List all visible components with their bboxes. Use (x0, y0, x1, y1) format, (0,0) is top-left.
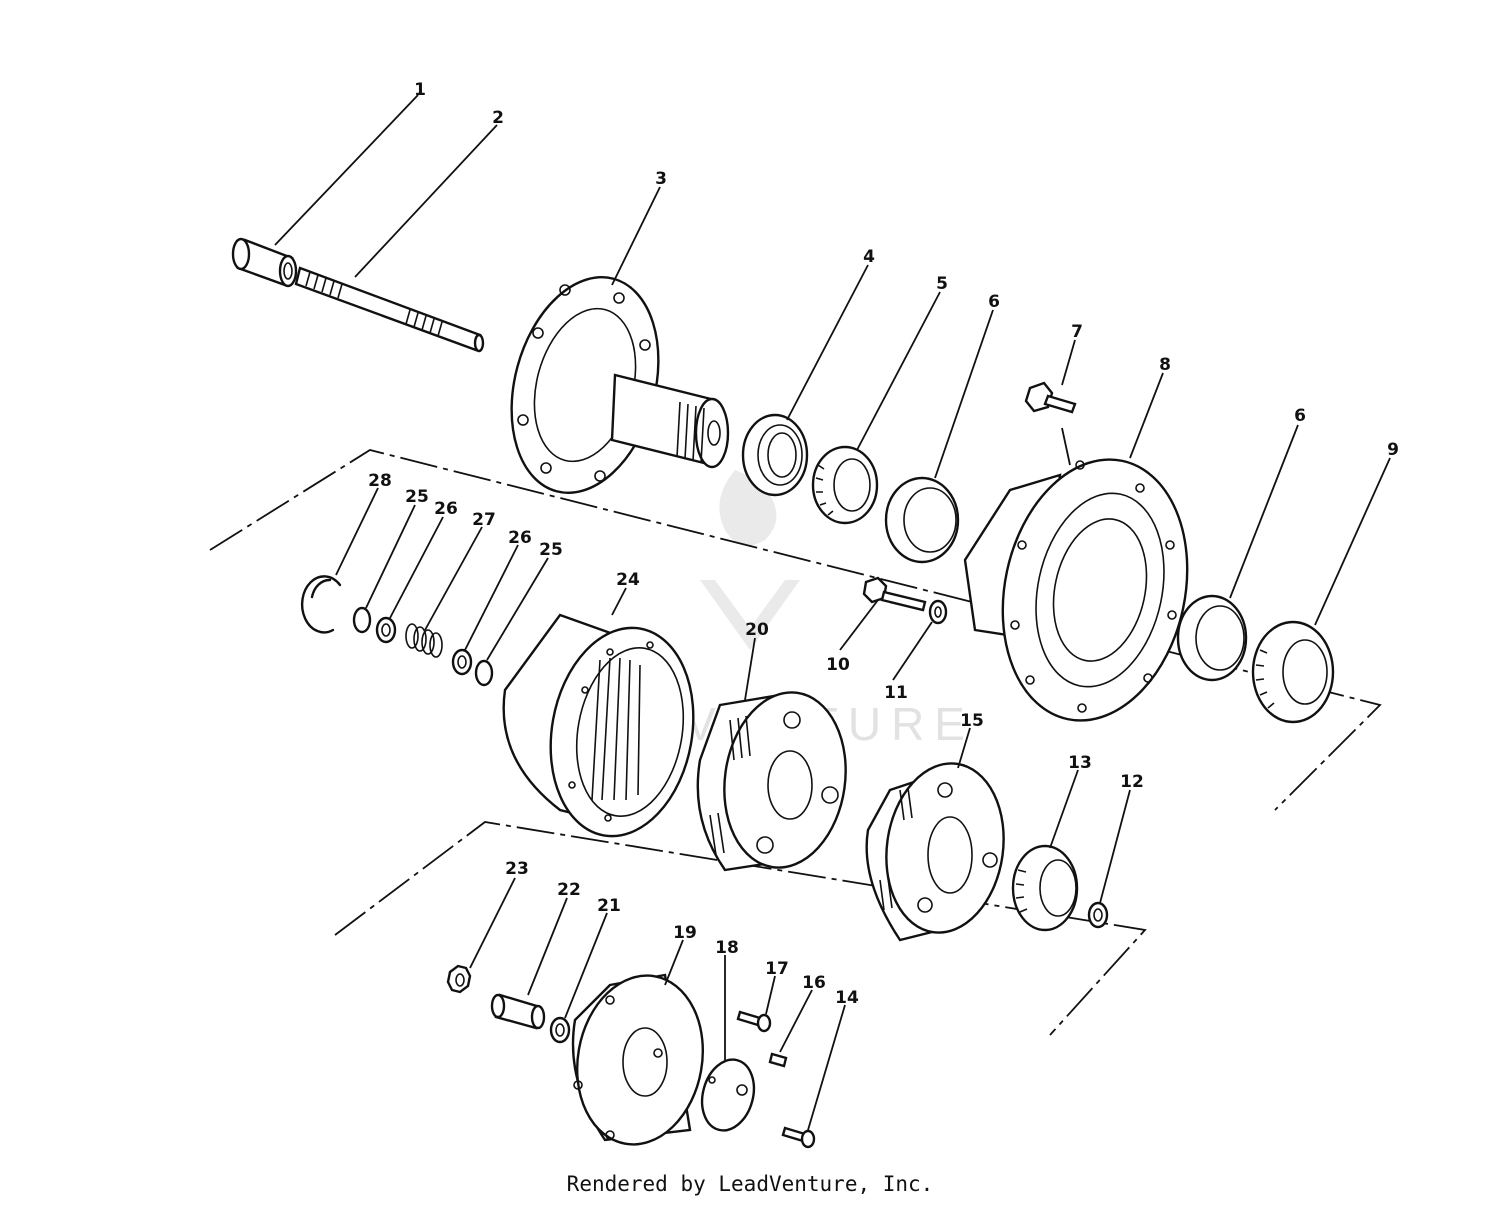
callout-16: 16 (802, 973, 826, 993)
callout-21: 21 (597, 896, 621, 916)
callout-8: 8 (1159, 355, 1171, 375)
callout-28: 28 (368, 471, 392, 491)
callout-25b: 25 (539, 540, 563, 560)
callout-26b: 26 (508, 528, 532, 548)
callout-22: 22 (557, 880, 581, 900)
part-11-washer (928, 599, 948, 625)
part-10-bolt (862, 576, 927, 612)
callout-17: 17 (765, 959, 789, 979)
parts-25-26-27-washers-spring (352, 606, 494, 687)
callout-19: 19 (673, 923, 697, 943)
part-17-screw (736, 1010, 772, 1033)
callout-23: 23 (505, 859, 529, 879)
callout-7: 7 (1071, 322, 1083, 342)
part-14-screw (781, 1126, 816, 1149)
part-22-pin (490, 993, 546, 1030)
part-2-shaft (294, 266, 485, 353)
credit-line: Rendered by LeadVenture, Inc. (566, 1172, 934, 1196)
callout-14: 14 (835, 988, 859, 1008)
part-1-sleeve (231, 237, 298, 288)
callout-1: 1 (414, 80, 426, 100)
part-9-bearing-cone (1251, 620, 1335, 724)
part-25-washer-2 (474, 659, 494, 687)
leader-lines (274, 94, 1391, 1131)
part-26-washer-2 (451, 648, 473, 676)
callout-24: 24 (616, 570, 640, 590)
part-3-axle-flange (510, 276, 730, 494)
part-25-washer (352, 606, 372, 634)
part-4-seal (741, 413, 809, 497)
part-28-snap-ring (300, 575, 342, 634)
part-6-bearing-cup (884, 476, 960, 564)
callout-15: 15 (960, 711, 984, 731)
callout-6b: 6 (1294, 406, 1306, 426)
part-23-lock-washer (446, 964, 472, 994)
callout-2: 2 (492, 108, 504, 128)
part-24-ring-gear (502, 613, 695, 838)
callout-labels: 1 2 3 4 5 6 7 8 6 9 28 25 26 27 26 25 24… (368, 80, 1399, 1008)
part-26-washer (375, 616, 397, 644)
callout-10: 10 (826, 655, 850, 675)
callout-6: 6 (988, 292, 1000, 312)
part-27-spring (405, 623, 443, 658)
part-18-plate (700, 1058, 756, 1132)
part-19-cover (571, 973, 705, 1146)
callout-26: 26 (434, 499, 458, 519)
part-6-bearing-cup-2 (1176, 594, 1248, 682)
callout-4: 4 (863, 247, 875, 267)
callout-12: 12 (1120, 772, 1144, 792)
part-21-o-ring (549, 1016, 571, 1044)
part-13-sun-gear (1011, 844, 1079, 932)
callout-18: 18 (715, 938, 739, 958)
callout-25: 25 (405, 487, 429, 507)
part-5-bearing-cone (811, 445, 879, 525)
callout-27: 27 (472, 510, 496, 530)
callout-20: 20 (745, 620, 769, 640)
callout-5: 5 (936, 274, 948, 294)
part-8-hub (963, 458, 1189, 722)
callout-13: 13 (1068, 753, 1092, 773)
part-20-planet-carrier (696, 691, 847, 872)
part-12-thrust-washer (1087, 901, 1109, 929)
assembly-axis-lines (209, 427, 1382, 1036)
callout-11: 11 (884, 683, 908, 703)
part-16-set-screw (768, 1052, 788, 1068)
callout-9: 9 (1387, 440, 1399, 460)
part-15-carrier (865, 762, 1005, 942)
callout-3: 3 (655, 169, 667, 189)
part-7-bolt (1024, 381, 1077, 414)
